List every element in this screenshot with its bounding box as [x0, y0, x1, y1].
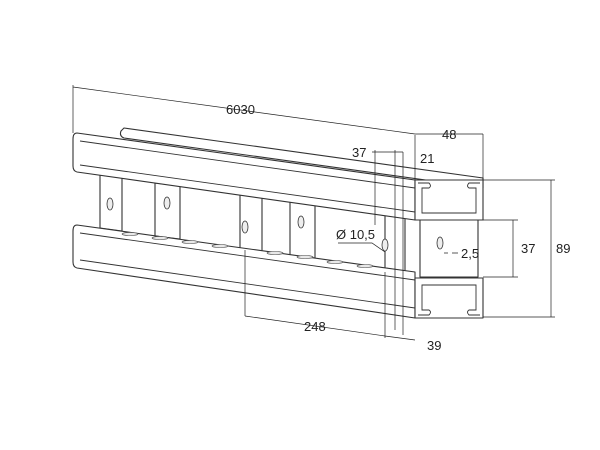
dim-spacer-offset: 37 — [352, 145, 366, 160]
dim-spacer-pitch: 248 — [304, 319, 326, 334]
hole — [163, 196, 171, 210]
hole — [241, 220, 249, 234]
hole — [297, 215, 305, 229]
upper-rail — [72, 132, 484, 221]
hole — [381, 238, 389, 252]
dimension-labels: 6030 48 37 21 Ø 10,5 2,5 37 89 248 39 — [226, 102, 570, 353]
dim-spacer-width: 21 — [420, 151, 434, 166]
dimension-lines — [72, 85, 555, 341]
back-upper-rail — [119, 127, 484, 189]
dim-hole-edge: 2,5 — [461, 246, 479, 261]
dim-hole-diameter: Ø 10,5 — [336, 227, 375, 242]
dim-end-offset: 39 — [427, 338, 441, 353]
lower-rail — [72, 224, 484, 319]
dim-gap: 37 — [521, 241, 535, 256]
dim-total-height: 89 — [556, 241, 570, 256]
hole — [106, 197, 114, 211]
dim-length: 6030 — [226, 102, 255, 117]
dim-width: 48 — [442, 127, 456, 142]
hole — [436, 236, 444, 250]
slot-row — [121, 232, 374, 268]
